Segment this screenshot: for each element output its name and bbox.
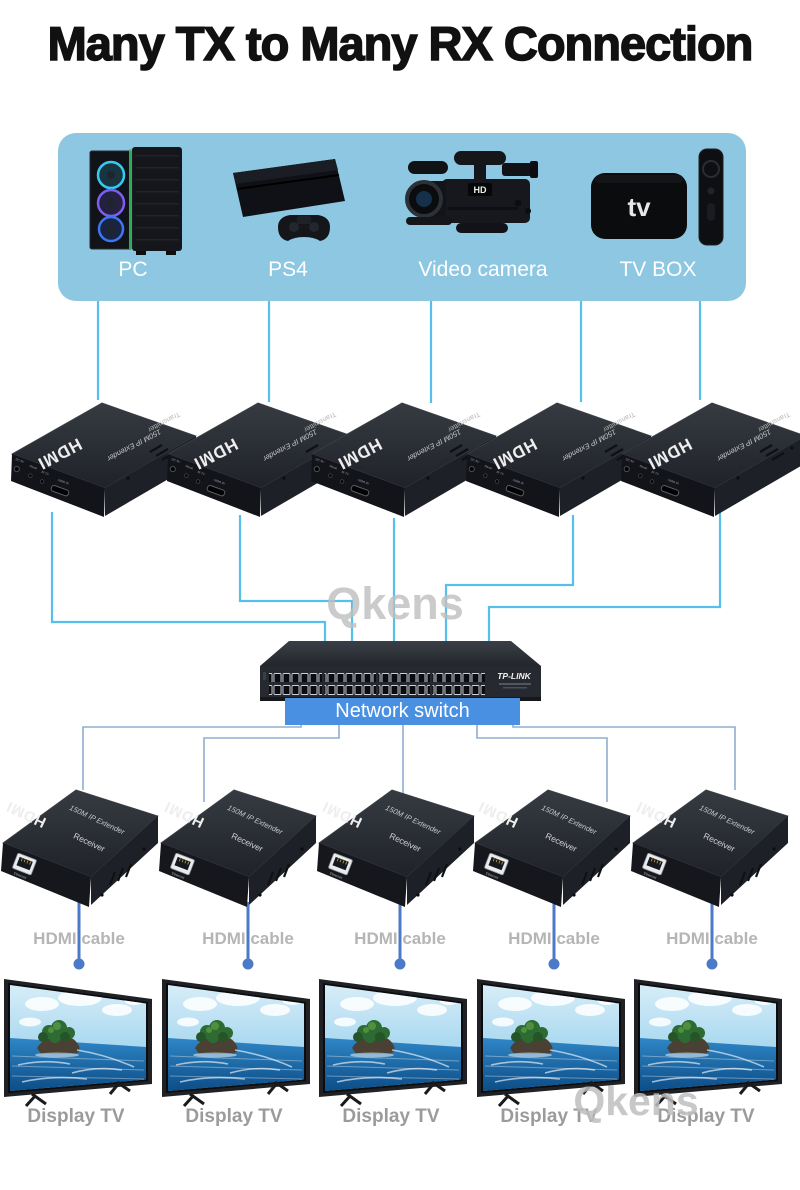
- hdmi-cable-label-1: HDMI cable: [33, 929, 125, 948]
- display-tv-2: [160, 970, 312, 1110]
- switch-brand-text: TP-LINK: [497, 671, 531, 681]
- pc-image: [89, 147, 182, 255]
- hdmi-cable-label-3: HDMI cable: [354, 929, 446, 948]
- hdmi-receiver-1: [0, 788, 160, 908]
- source-devices-banner: PC PS4: [58, 133, 746, 301]
- hdmi-cable-label-5: HDMI cable: [666, 929, 758, 948]
- source-video-camera: HD Video camera: [398, 143, 568, 283]
- hdmi-receiver-3: [315, 788, 476, 908]
- camera-hd-badge: HD: [474, 185, 487, 195]
- pc-label: PC: [118, 258, 148, 281]
- hdmi-receiver-4: [471, 788, 632, 908]
- tv-box-label: TV BOX: [619, 258, 697, 281]
- display-tv-label-5: Display TV: [657, 1106, 755, 1127]
- page-title: Many TX to Many RX Connection: [47, 16, 754, 71]
- tv-box-text: tv: [627, 192, 651, 222]
- display-tv-label-4: Display TV: [500, 1106, 598, 1127]
- source-ps4: PS4: [223, 143, 353, 283]
- display-tv-1: [2, 970, 154, 1110]
- video-camera-label: Video camera: [418, 258, 548, 281]
- hdmi-receiver-5: [629, 788, 790, 908]
- video-camera-image: HD: [405, 151, 538, 233]
- network-switch-label: Network switch: [285, 698, 520, 725]
- hdmi-receiver-2: [157, 788, 318, 908]
- display-tv-label-3: Display TV: [342, 1106, 440, 1127]
- hdmi-cable-dots: [73, 958, 718, 970]
- ps4-image: [233, 159, 345, 241]
- display-tv-label-1: Display TV: [27, 1106, 125, 1127]
- hdmi-cable-label-2: HDMI cable: [202, 929, 294, 948]
- tv-box-image: tv: [591, 148, 724, 246]
- display-tv-label-2: Display TV: [185, 1106, 283, 1127]
- network-switch-image: TP-LINK: [260, 641, 541, 701]
- ps4-label: PS4: [268, 258, 308, 281]
- display-tv-3: [317, 970, 469, 1110]
- hdmi-cable-label-4: HDMI cable: [508, 929, 600, 948]
- source-pc: PC: [73, 143, 193, 283]
- source-tv-box: tv TV BOX: [583, 143, 733, 283]
- watermark-center: Qkens: [326, 578, 464, 629]
- hdmi-transmitter-5: [618, 401, 800, 519]
- watermark-bottom: Qkens: [573, 1078, 699, 1124]
